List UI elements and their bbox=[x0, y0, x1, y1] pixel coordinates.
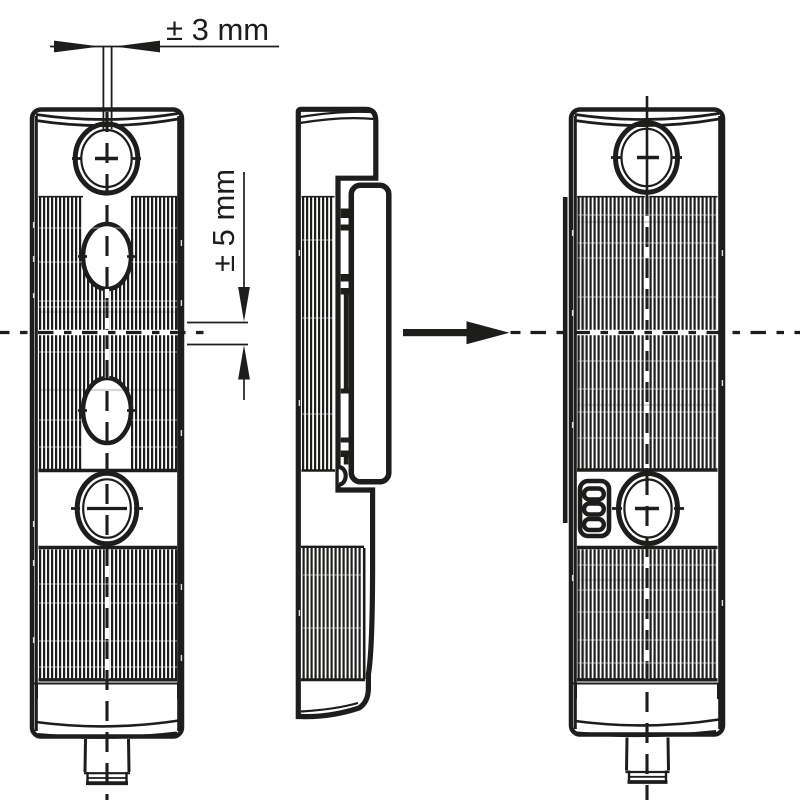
svg-text:± 3 mm: ± 3 mm bbox=[166, 12, 269, 47]
svg-text:± 5 mm: ± 5 mm bbox=[206, 169, 241, 272]
